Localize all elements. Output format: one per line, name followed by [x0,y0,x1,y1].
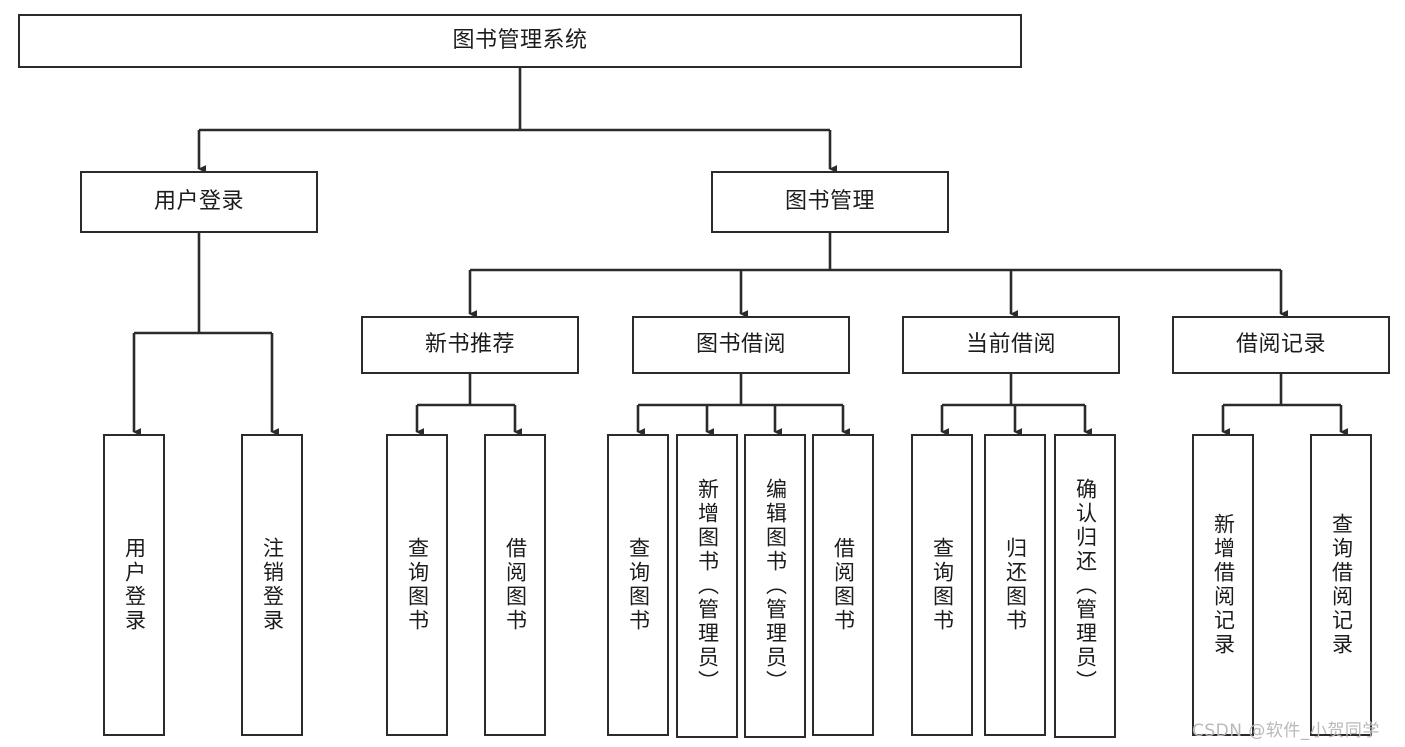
node-new-book-recommend[interactable]: 新书推荐 [361,316,579,374]
node-root[interactable]: 图书管理系统 [18,14,1022,68]
node-leaf-borrow-book-2-label: 借阅图书 [831,537,856,633]
node-leaf-query-book-3[interactable]: 查询图书 [911,434,973,736]
node-leaf-add-book[interactable]: 新增图书（管理员） [676,434,738,738]
node-leaf-return-book-label: 归还图书 [1003,537,1028,633]
node-user-login-label: 用户登录 [153,188,244,214]
node-user-login[interactable]: 用户登录 [80,171,318,233]
node-leaf-return-book[interactable]: 归还图书 [984,434,1046,736]
node-book-manage-label: 图书管理 [784,188,875,214]
node-leaf-borrow-book-2[interactable]: 借阅图书 [812,434,874,736]
node-current-borrow[interactable]: 当前借阅 [902,316,1120,374]
node-leaf-edit-book[interactable]: 编辑图书（管理员） [744,434,806,738]
node-leaf-query-record-label: 查询借阅记录 [1329,513,1354,657]
node-book-borrow[interactable]: 图书借阅 [632,316,850,374]
node-leaf-query-book-2[interactable]: 查询图书 [607,434,669,736]
node-leaf-add-record[interactable]: 新增借阅记录 [1192,434,1254,736]
node-leaf-confirm-return[interactable]: 确认归还（管理员） [1054,434,1116,738]
node-leaf-borrow-book-1-label: 借阅图书 [503,537,528,633]
node-current-borrow-label: 当前借阅 [965,331,1056,357]
node-leaf-query-book-1-label: 查询图书 [405,537,430,633]
node-leaf-logout-label: 注销登录 [260,537,285,633]
node-leaf-user-login[interactable]: 用户登录 [103,434,165,736]
csdn-watermark: CSDN @软件_小贺同学 [1192,721,1380,741]
node-book-manage[interactable]: 图书管理 [711,171,949,233]
node-borrow-record-label: 借阅记录 [1235,331,1326,357]
node-leaf-query-book-3-label: 查询图书 [930,537,955,633]
node-leaf-confirm-return-label: 确认归还（管理员） [1073,478,1098,694]
node-leaf-query-book-2-label: 查询图书 [626,537,651,633]
node-leaf-edit-book-label: 编辑图书（管理员） [763,478,788,694]
node-book-borrow-label: 图书借阅 [695,331,786,357]
node-leaf-logout[interactable]: 注销登录 [241,434,303,736]
node-leaf-query-record[interactable]: 查询借阅记录 [1310,434,1372,736]
node-borrow-record[interactable]: 借阅记录 [1172,316,1390,374]
node-leaf-add-record-label: 新增借阅记录 [1211,513,1236,657]
node-root-label: 图书管理系统 [452,27,588,53]
node-leaf-query-book-1[interactable]: 查询图书 [386,434,448,736]
node-leaf-add-book-label: 新增图书（管理员） [695,478,720,694]
node-leaf-borrow-book-1[interactable]: 借阅图书 [484,434,546,736]
node-new-book-recommend-label: 新书推荐 [424,331,515,357]
node-leaf-user-login-label: 用户登录 [122,537,147,633]
